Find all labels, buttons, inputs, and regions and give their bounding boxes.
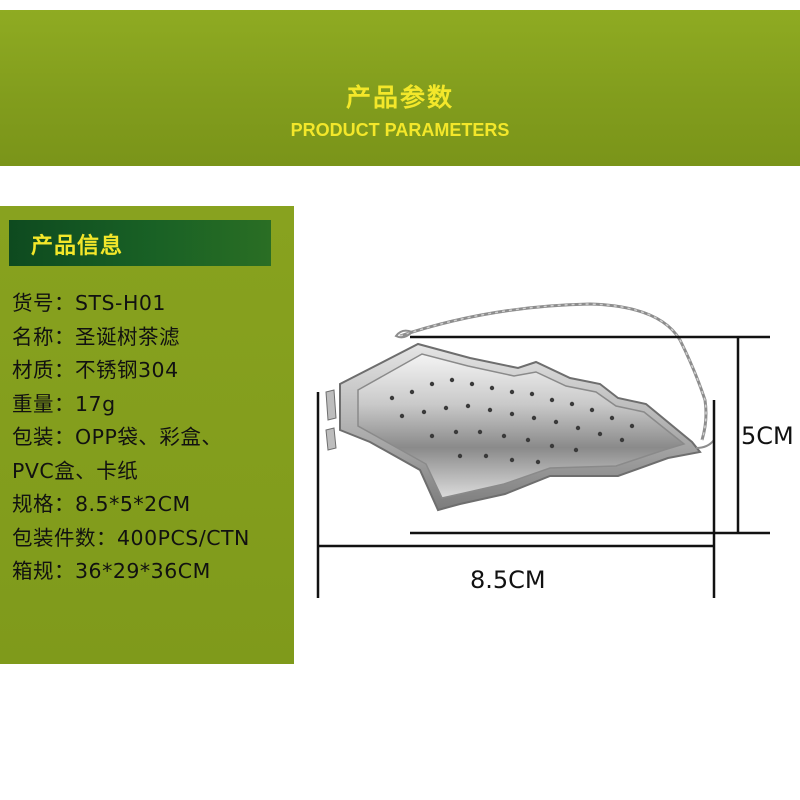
header-banner [0, 10, 800, 166]
infuser-chain [399, 302, 708, 441]
spec-weight: 重量：17g [12, 391, 116, 416]
product-info-panel: 产品信息 货号：STS-H01 名称：圣诞树茶滤 材质：不锈钢304 重量：17… [0, 206, 294, 664]
section-title: 产品参数 [345, 83, 454, 112]
spec-item-number: 货号：STS-H01 [12, 291, 166, 315]
width-dimension-label: 8.5CM [470, 566, 546, 594]
infuser-body [325, 342, 715, 512]
top-strip [0, 0, 800, 10]
spec-packaging: 包装：OPP袋、彩盒、 [12, 425, 223, 449]
spec-size: 规格：8.5*5*2CM [12, 492, 191, 516]
spec-carton-size: 箱规：36*29*36CM [12, 559, 211, 583]
dimension-lines [316, 335, 770, 598]
christmas-tree-tea-infuser-photo [316, 302, 770, 598]
section-subtitle: PRODUCT PARAMETERS [290, 120, 510, 140]
spec-material: 材质：不锈钢304 [12, 358, 179, 382]
height-dimension-label: 5CM [741, 422, 794, 450]
spec-list: 货号：STS-H01 名称：圣诞树茶滤 材质：不锈钢304 重量：17g 包装：… [12, 286, 250, 588]
spec-carton-quantity: 包装件数：400PCS/CTN [12, 525, 250, 550]
product-info-heading: 产品信息 [31, 234, 124, 259]
spec-packaging-continued: PVC盒、卡纸 [12, 458, 139, 483]
spec-name: 名称：圣诞树茶滤 [12, 324, 180, 349]
product-photo-area: 5CM 8.5CM [300, 280, 800, 610]
product-info-heading-bar: 产品信息 [9, 220, 271, 266]
